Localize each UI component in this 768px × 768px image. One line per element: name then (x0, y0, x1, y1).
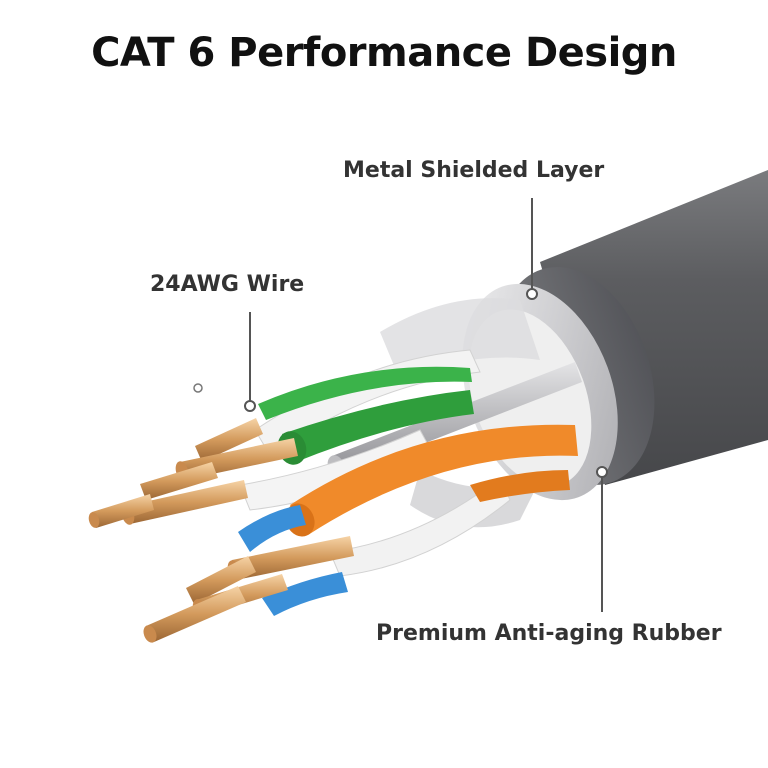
callout-leaders (193, 198, 608, 612)
wire-leader-dot (244, 400, 256, 412)
callout-metal-shielded-layer: Metal Shielded Layer (343, 158, 605, 183)
copper-conductors (88, 418, 354, 643)
rubber-leader-dot (596, 466, 608, 478)
callout-anti-aging-rubber: Premium Anti-aging Rubber (376, 621, 722, 646)
callout-24awg-wire: 24AWG Wire (150, 272, 305, 297)
decorative-dot (193, 383, 203, 393)
blue-wire-pair (238, 505, 348, 616)
diagram-title: CAT 6 Performance Design (91, 30, 677, 76)
shield-leader-dot (526, 288, 538, 300)
